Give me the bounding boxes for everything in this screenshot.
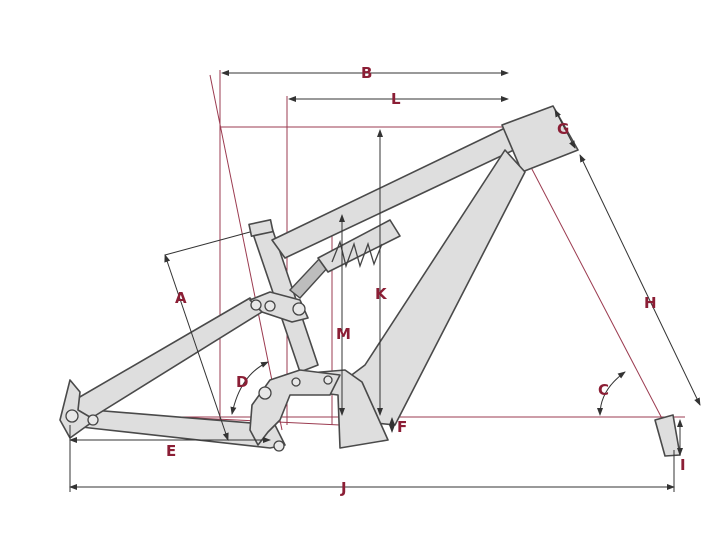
label-e: E (166, 442, 176, 460)
label-i: I (680, 456, 686, 474)
label-j: J (340, 479, 347, 497)
dimension-lines (69, 70, 701, 492)
label-a: A (175, 289, 187, 307)
bike-frame (59, 105, 681, 457)
label-m: M (336, 325, 351, 343)
label-l: L (391, 90, 401, 108)
label-g: G (557, 120, 569, 138)
dimension-labels: B L G H C I J E A D K M F (166, 64, 686, 497)
label-f: F (397, 418, 407, 436)
label-h: H (644, 294, 657, 312)
label-b: B (361, 64, 372, 82)
label-d: D (236, 373, 248, 391)
label-k: K (375, 285, 388, 303)
label-c: C (598, 381, 609, 399)
